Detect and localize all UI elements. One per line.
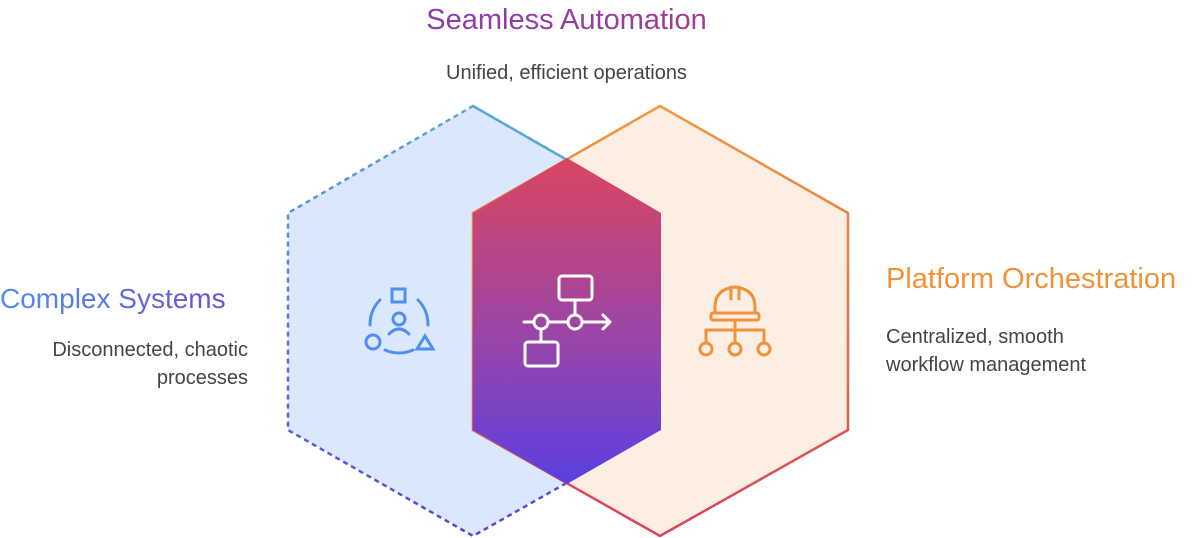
complex-systems-title: Complex Systems — [0, 283, 226, 314]
seamless-automation-title: Seamless Automation — [0, 4, 1133, 37]
workflow-icon — [522, 274, 612, 368]
seamless-automation-subtitle: Unified, efficient operations — [446, 62, 687, 84]
platform-orchestration-title: Platform Orchestration — [886, 263, 1177, 295]
people-shapes-icon — [364, 287, 436, 355]
complex-systems-subtitle: Disconnected, chaotic processes — [52, 339, 248, 389]
platform-orchestration-subtitle: Centralized, smooth workflow management — [886, 326, 1087, 376]
hardhat-hierarchy-icon — [698, 285, 772, 357]
